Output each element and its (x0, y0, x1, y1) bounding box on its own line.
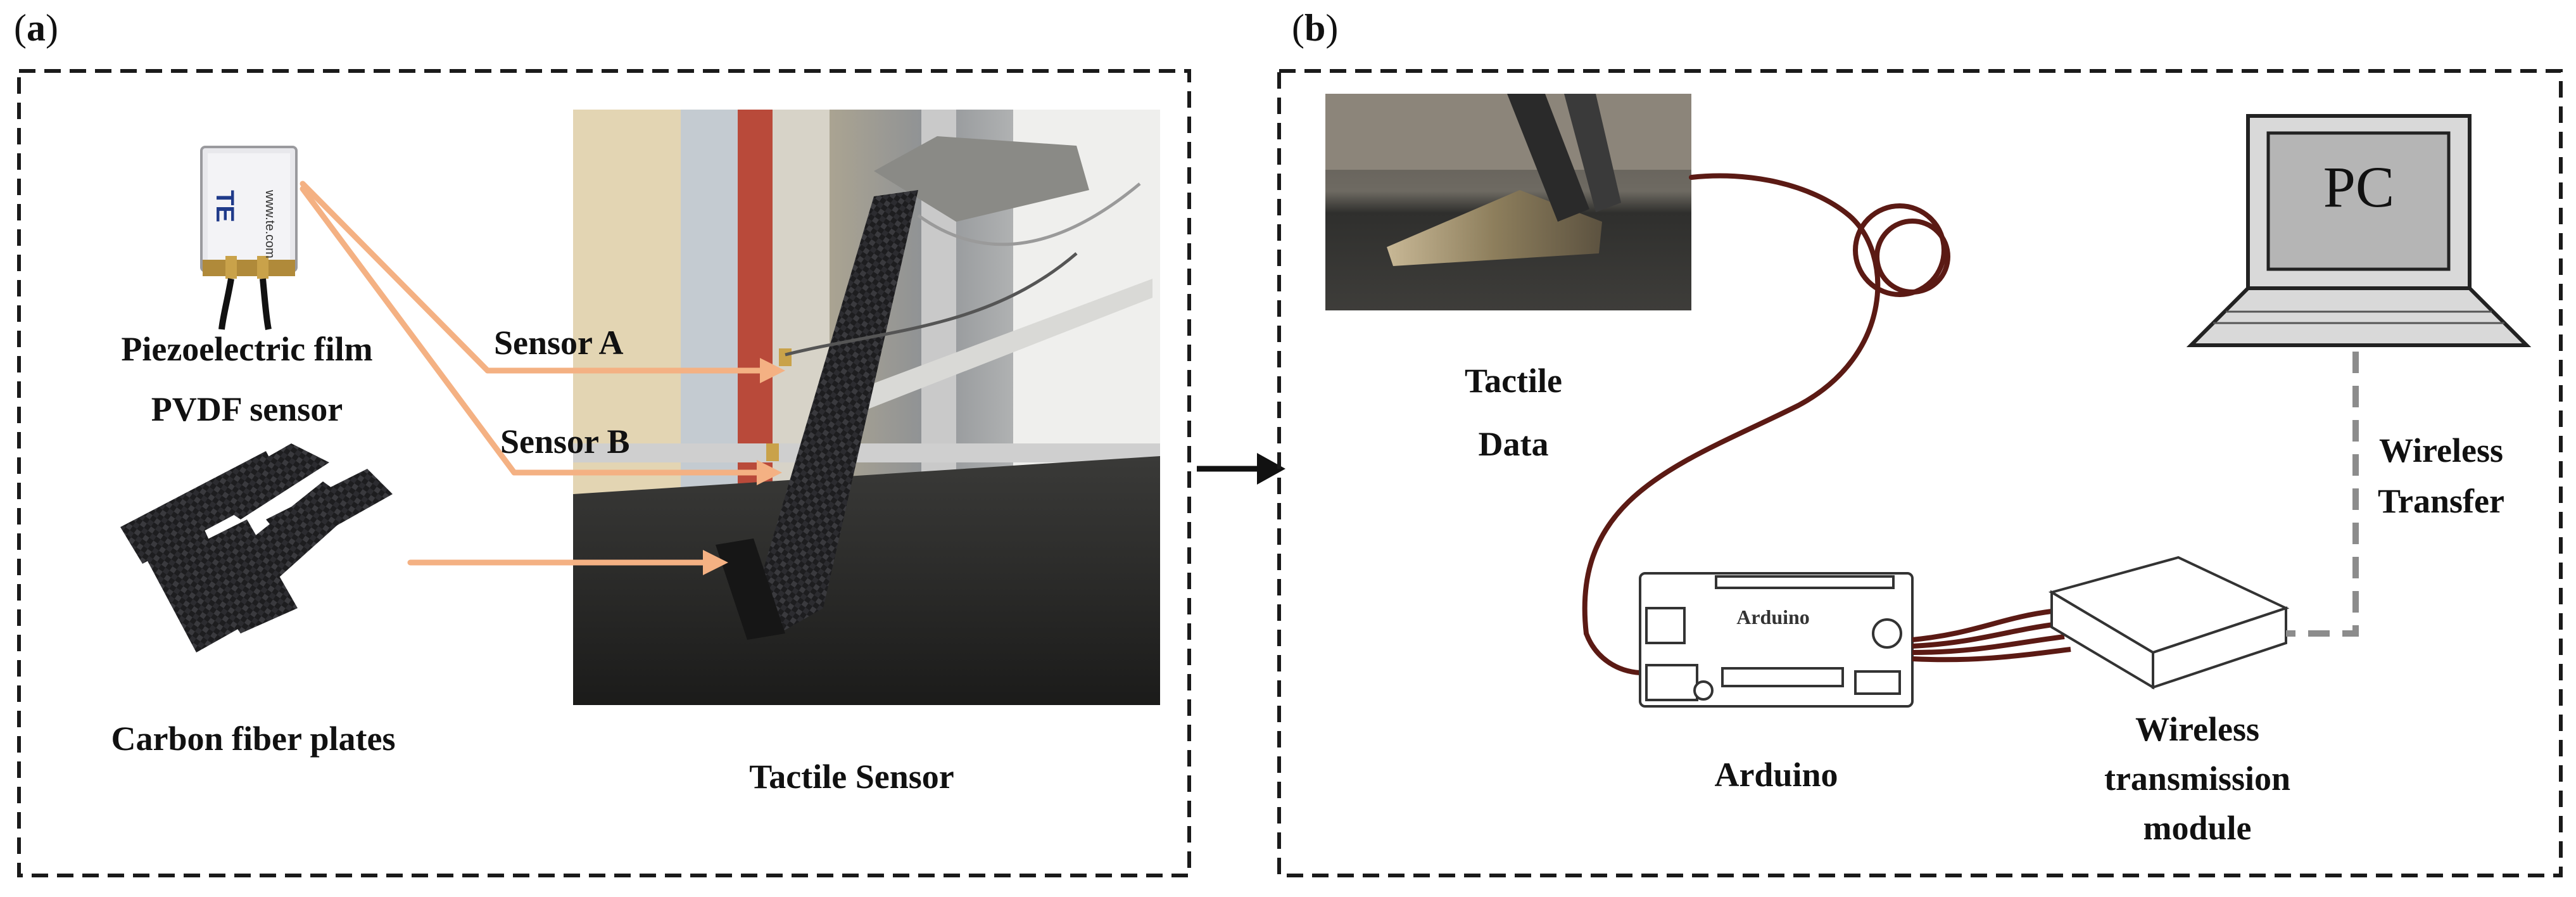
panel-connector-arrow (1197, 453, 1285, 485)
pvdf-label-line2: PVDF sensor (151, 390, 343, 428)
tactile-sensor-photo (573, 110, 1160, 705)
pvdf-sensor-image (200, 146, 298, 330)
module-label-line2: transmission (2104, 760, 2291, 798)
carbon-fiber-plates-image (120, 443, 393, 652)
wireless-module-image (2048, 556, 2290, 690)
pvdf-label-line1: Piezoelectric film (121, 330, 373, 368)
module-label-line3: module (2143, 809, 2252, 847)
wireless-link-line (2286, 352, 2359, 637)
arrow-pvdf-to-sensor-a-line (300, 181, 491, 374)
data-cable (1582, 173, 1950, 675)
pc-laptop-image (2186, 114, 2532, 347)
carbon-fiber-label: Carbon fiber plates (111, 720, 396, 758)
panel-a-letter: (a) (14, 7, 58, 49)
chip-url-text: www.te.com (263, 189, 277, 258)
sensor-a-label: Sensor A (494, 324, 624, 362)
module-label-line1: Wireless (2135, 710, 2259, 748)
wireless-transfer-line1: Wireless (2379, 431, 2503, 469)
tactile-sensor-label: Tactile Sensor (749, 758, 954, 796)
panel-b-letter: (b) (1292, 7, 1339, 49)
sensor-b-label: Sensor B (500, 423, 630, 461)
tactile-data-photo (1325, 94, 1691, 310)
wireless-transfer-line2: Transfer (2378, 482, 2504, 520)
module-wires (1912, 609, 2071, 663)
tactile-data-line2: Data (1478, 425, 1549, 463)
arduino-label: Arduino (1714, 756, 1838, 794)
arduino-board-image (1639, 572, 1914, 708)
panel-b-frame (1277, 69, 2563, 877)
arrow-pvdf-to-sensor-b-line (300, 186, 517, 476)
panel-a-frame (17, 69, 1191, 877)
tactile-data-line1: Tactile (1465, 362, 1562, 400)
chip-logo-text: TE (211, 190, 239, 222)
arduino-board-text: Arduino (1736, 606, 1810, 628)
orange-arrows (300, 181, 769, 566)
pc-label: PC (2323, 155, 2395, 219)
